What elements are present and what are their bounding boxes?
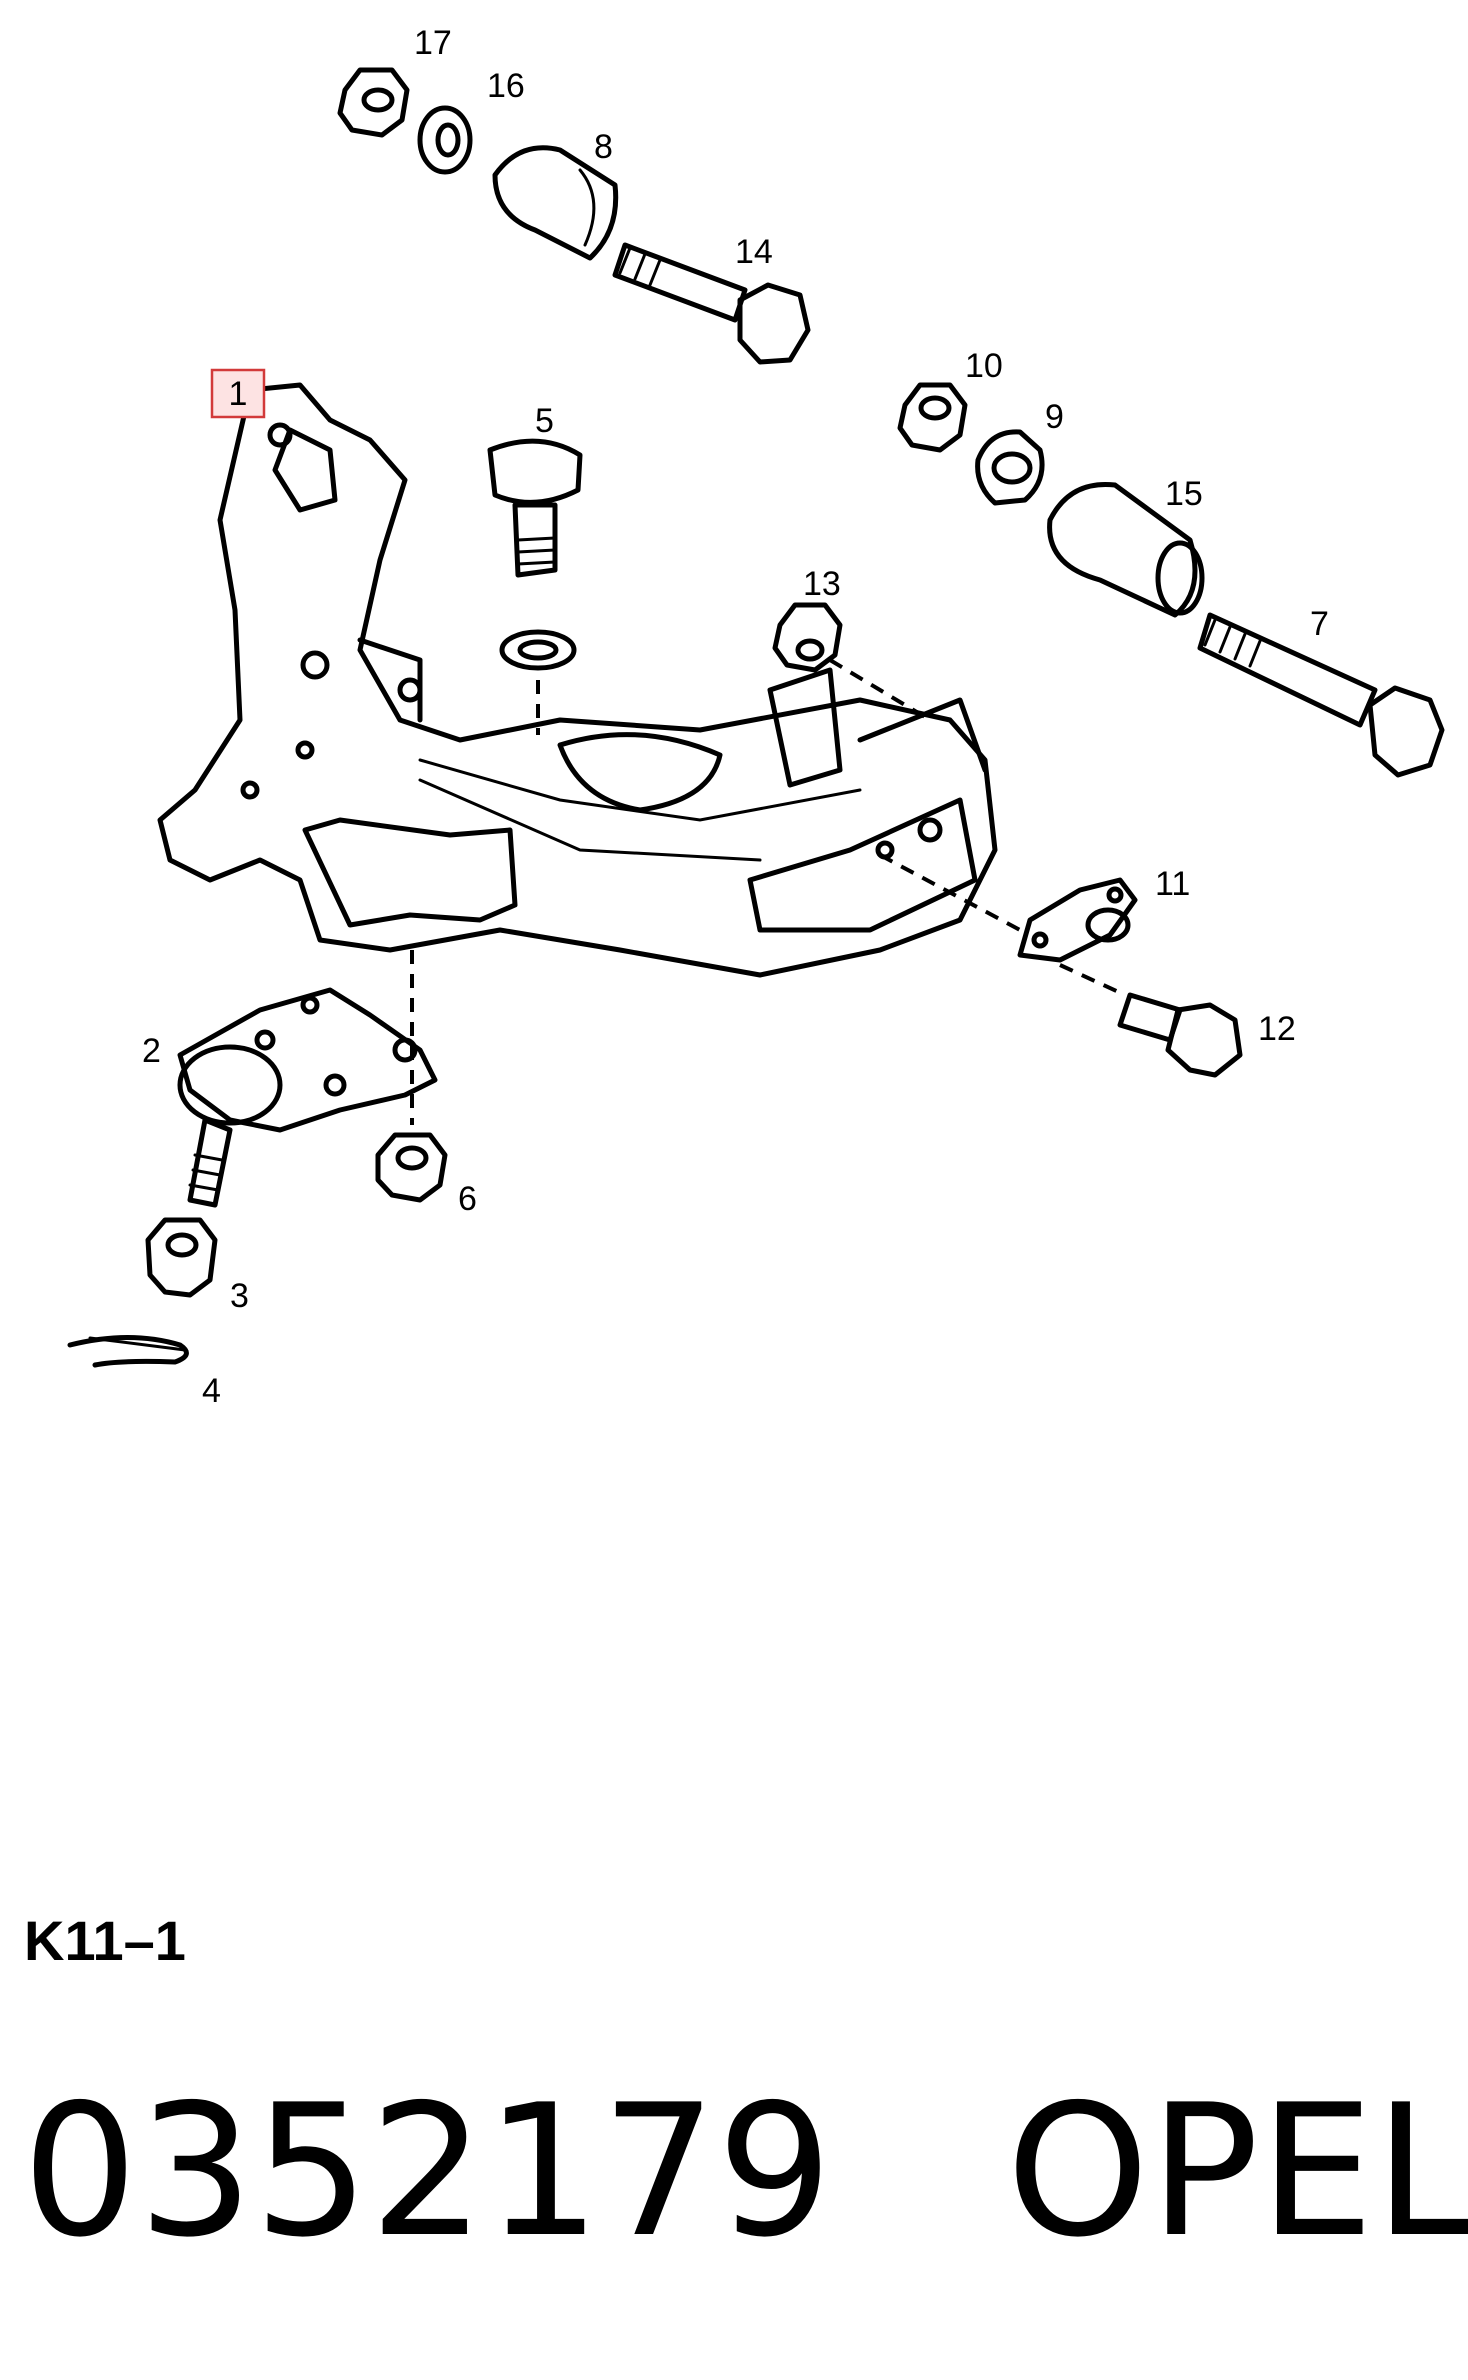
bolt-14 — [612, 242, 811, 365]
callout-14[interactable]: 14 — [735, 233, 773, 271]
callout-4[interactable]: 4 — [202, 1372, 221, 1410]
callout-13[interactable]: 13 — [803, 565, 841, 603]
ball-joint — [177, 987, 438, 1208]
callout-12[interactable]: 12 — [1258, 1010, 1296, 1048]
part-number: 0352179 — [22, 2065, 833, 2277]
nut-10 — [897, 382, 968, 453]
reference-code: K11–1 — [24, 1909, 186, 1972]
nut-17 — [337, 67, 410, 138]
part-number-line: 0352179 OPEL — [22, 2080, 1468, 2262]
callout-2[interactable]: 2 — [142, 1032, 161, 1070]
bolt-12 — [1059, 963, 1243, 1078]
control-arm — [157, 382, 998, 978]
callout-17[interactable]: 17 — [414, 24, 452, 62]
nut-6 — [375, 950, 448, 1203]
exploded-parts-diagram: 1 2 3 4 5 6 7 8 9 10 11 12 13 14 15 16 1… — [67, 24, 1445, 1410]
nut-9 — [975, 429, 1045, 506]
bushing-15 — [1047, 481, 1205, 618]
callout-1-highlight — [210, 368, 266, 419]
callout-16[interactable]: 16 — [487, 67, 525, 105]
callout-11[interactable]: 11 — [1155, 865, 1190, 903]
callout-5[interactable]: 5 — [535, 402, 554, 440]
nut-13 — [772, 602, 932, 722]
bolt-7 — [1197, 612, 1445, 778]
washer-16 — [417, 105, 473, 175]
callout-7[interactable]: 7 — [1310, 605, 1329, 643]
callout-1[interactable]: 1 — [229, 375, 248, 413]
callout-10[interactable]: 10 — [965, 347, 1003, 385]
bushing-8 — [492, 145, 619, 261]
callout-3[interactable]: 3 — [230, 1277, 249, 1315]
callout-6[interactable]: 6 — [458, 1180, 477, 1218]
callout-9[interactable]: 9 — [1045, 398, 1064, 436]
bracket-11 — [879, 853, 1138, 963]
brand-name: OPEL — [1006, 2065, 1468, 2277]
bolt-5 — [487, 438, 583, 735]
cotter-pin — [67, 1335, 189, 1368]
castle-nut — [145, 1217, 218, 1298]
callout-15[interactable]: 15 — [1165, 475, 1203, 513]
part-brand-gap — [833, 2065, 1007, 2277]
callout-8[interactable]: 8 — [594, 128, 613, 166]
